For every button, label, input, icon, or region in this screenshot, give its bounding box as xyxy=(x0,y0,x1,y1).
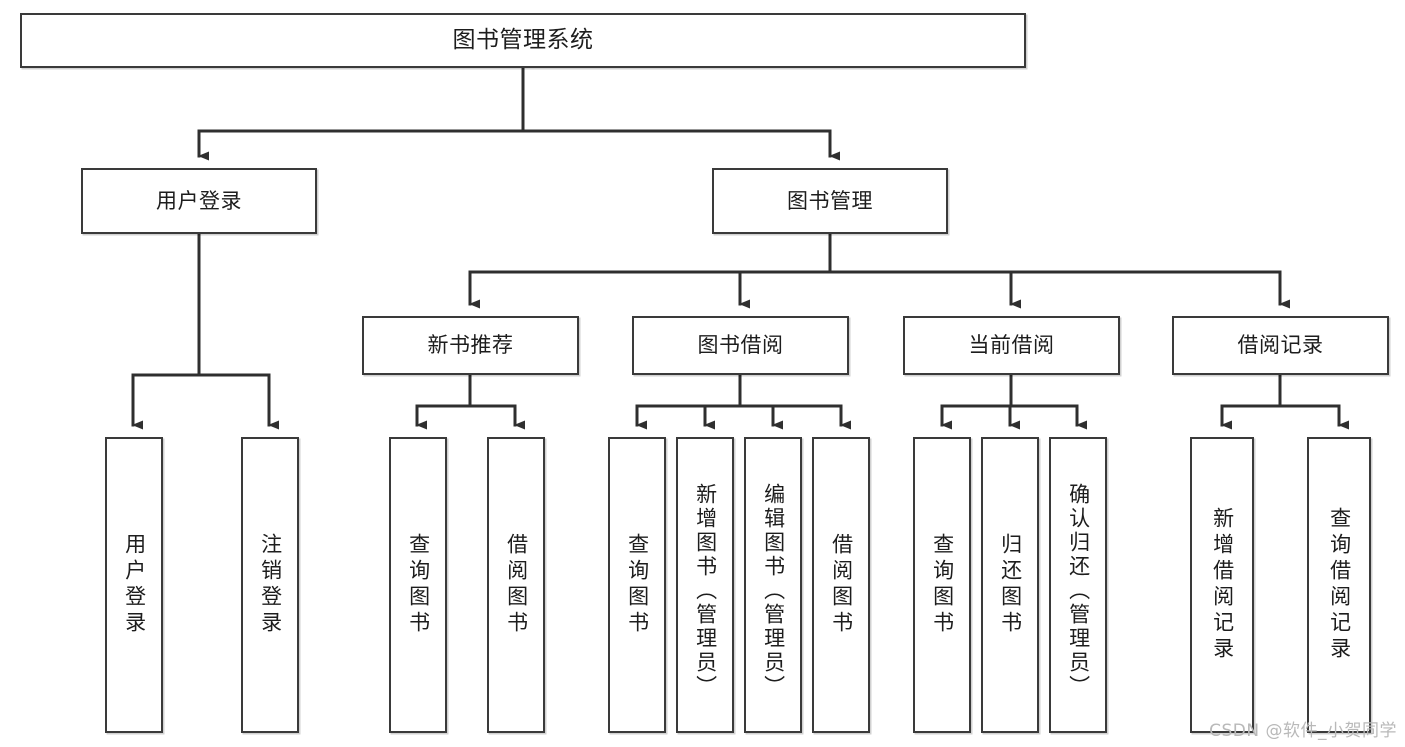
leaf-add-book-admin-label: 新增图书（管理员） xyxy=(693,483,718,699)
node-root-system[interactable]: 图书管理系统 xyxy=(20,13,1026,68)
csdn-watermark: CSDN @软件_小贺同学 xyxy=(1209,721,1397,741)
leaf-user-logout-label: 注销登录 xyxy=(258,533,283,637)
leaf-query-book-recommend[interactable]: 查询图书 xyxy=(389,437,447,733)
leaf-add-borrow-record-label: 新增借阅记录 xyxy=(1210,507,1235,663)
leaf-borrow-book-borrow-label: 借阅图书 xyxy=(829,533,854,637)
node-borrow-record-label: 借阅记录 xyxy=(1237,333,1324,358)
node-book-borrow[interactable]: 图书借阅 xyxy=(632,316,849,375)
leaf-query-borrow-record[interactable]: 查询借阅记录 xyxy=(1307,437,1371,733)
node-current-borrow[interactable]: 当前借阅 xyxy=(903,316,1120,375)
leaf-add-book-admin[interactable]: 新增图书（管理员） xyxy=(676,437,734,733)
leaf-edit-book-admin-label: 编辑图书（管理员） xyxy=(761,483,786,699)
leaf-user-logout[interactable]: 注销登录 xyxy=(241,437,299,733)
node-book-manage-label: 图书管理 xyxy=(787,188,873,213)
leaf-user-login[interactable]: 用户登录 xyxy=(105,437,163,733)
leaf-query-book-current[interactable]: 查询图书 xyxy=(913,437,971,733)
node-new-book-recommend[interactable]: 新书推荐 xyxy=(362,316,579,375)
node-borrow-record[interactable]: 借阅记录 xyxy=(1172,316,1389,375)
node-book-manage[interactable]: 图书管理 xyxy=(712,168,948,234)
leaf-query-book-recommend-label: 查询图书 xyxy=(406,533,431,637)
leaf-confirm-return-admin[interactable]: 确认归还（管理员） xyxy=(1049,437,1107,733)
leaf-user-login-label: 用户登录 xyxy=(122,533,147,637)
node-root-label: 图书管理系统 xyxy=(452,27,594,54)
node-user-login-label: 用户登录 xyxy=(156,188,242,213)
leaf-borrow-book-recommend[interactable]: 借阅图书 xyxy=(487,437,545,733)
leaf-add-borrow-record[interactable]: 新增借阅记录 xyxy=(1190,437,1254,733)
node-new-book-recommend-label: 新书推荐 xyxy=(427,333,514,358)
node-current-borrow-label: 当前借阅 xyxy=(968,333,1055,358)
leaf-confirm-return-admin-label: 确认归还（管理员） xyxy=(1066,483,1091,699)
leaf-query-borrow-record-label: 查询借阅记录 xyxy=(1327,507,1352,663)
leaf-return-book-current-label: 归还图书 xyxy=(998,533,1023,637)
leaf-query-book-borrow[interactable]: 查询图书 xyxy=(608,437,666,733)
leaf-borrow-book-recommend-label: 借阅图书 xyxy=(504,533,529,637)
leaf-query-book-current-label: 查询图书 xyxy=(930,533,955,637)
leaf-return-book-current[interactable]: 归还图书 xyxy=(981,437,1039,733)
node-book-borrow-label: 图书借阅 xyxy=(697,333,784,358)
leaf-borrow-book-borrow[interactable]: 借阅图书 xyxy=(812,437,870,733)
leaf-edit-book-admin[interactable]: 编辑图书（管理员） xyxy=(744,437,802,733)
leaf-query-book-borrow-label: 查询图书 xyxy=(625,533,650,637)
node-user-login[interactable]: 用户登录 xyxy=(81,168,317,234)
